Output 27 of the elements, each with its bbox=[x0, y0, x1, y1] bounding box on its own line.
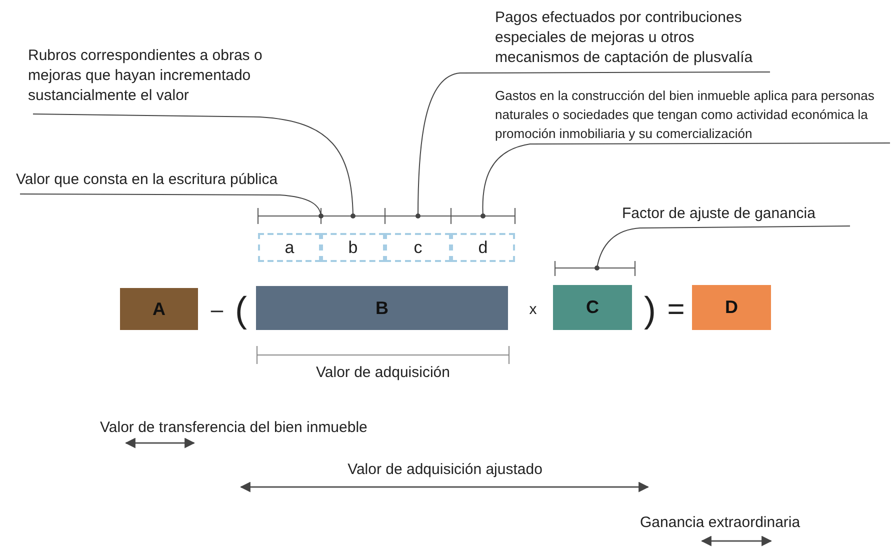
callout-text: Gastos en la construcción del bien inmueble aplica para personas naturales o sociedades que tengan como actividad económica la promoción inmobiliaria y su comercialización bbox=[495, 86, 890, 143]
dimension-label: Valor de adquisición ajustado bbox=[346, 460, 544, 480]
dimension-label: Valor de transferencia del bien inmueble bbox=[100, 418, 368, 438]
leader-line bbox=[32, 114, 356, 218]
component-box: d bbox=[451, 233, 515, 262]
dimension-label: Ganancia extraordinaria bbox=[640, 513, 802, 533]
leader-line bbox=[594, 226, 850, 270]
component-box: a bbox=[258, 233, 321, 262]
callout-text: Valor que consta en la escritura pública bbox=[16, 170, 336, 194]
term-block: C bbox=[553, 285, 632, 330]
term-block: A bbox=[120, 288, 198, 330]
callout-text: Factor de ajuste de ganancia bbox=[622, 204, 850, 226]
open-parenthesis: ( bbox=[234, 288, 248, 332]
term-block: B bbox=[256, 286, 508, 330]
component-box: c bbox=[385, 233, 451, 262]
close-parenthesis: ) bbox=[643, 288, 657, 332]
leader-line bbox=[416, 72, 770, 218]
component-box: b bbox=[321, 233, 385, 262]
equals-sign: = bbox=[666, 294, 686, 326]
minus-sign: – bbox=[210, 296, 224, 324]
term-block: D bbox=[692, 285, 771, 330]
callout-text: Pagos efectuados por contribuciones especiales de mejoras u otros mecanismos de captación de plusvalía bbox=[495, 8, 775, 72]
leader-line bbox=[480, 142, 890, 218]
leader-line bbox=[20, 194, 324, 218]
bracket-label: Valor de adquisición bbox=[315, 363, 451, 383]
multiplication-sign: x bbox=[528, 300, 538, 320]
callout-text: Rubros correspondientes a obras o mejoras que hayan incrementado sustancialmente el valor bbox=[28, 46, 290, 114]
